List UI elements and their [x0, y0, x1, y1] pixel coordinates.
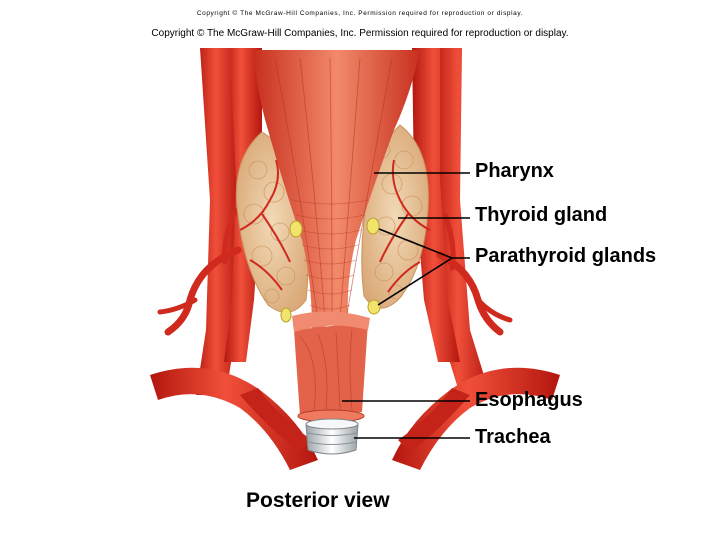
label-thyroid-gland: Thyroid gland — [475, 204, 608, 226]
esophagus — [292, 311, 370, 423]
label-trachea: Trachea — [475, 426, 551, 448]
view-caption: Posterior view — [246, 489, 390, 512]
pharynx — [254, 50, 420, 330]
label-esophagus: Esophagus — [475, 389, 583, 411]
trachea — [305, 418, 359, 455]
label-parathyroid-glands: Parathyroid glands — [475, 245, 657, 267]
copyright-notice-faint: Copyright © The McGraw-Hill Companies, I… — [196, 10, 524, 17]
copyright-notice: Copyright © The McGraw-Hill Companies, I… — [151, 28, 569, 39]
carotid-arteries — [150, 48, 560, 470]
label-pharynx: Pharynx — [475, 160, 554, 182]
leader-lines — [342, 172, 470, 439]
parathyroid-glands — [280, 217, 381, 323]
